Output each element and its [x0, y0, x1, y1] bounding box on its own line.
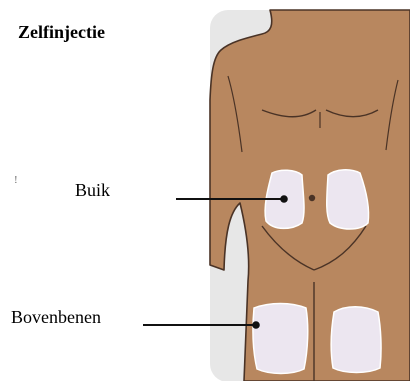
figure-title: Zelfinjectie [18, 22, 105, 42]
navel [309, 195, 315, 201]
thighs-label: Bovenbenen [11, 307, 101, 327]
abdomen-label: Buik [75, 180, 110, 200]
thigh-zone-left [253, 304, 308, 374]
thigh-zone-right [331, 307, 381, 373]
thigh-leader-dot [252, 321, 260, 329]
abdomen-zone-right [327, 170, 369, 229]
stray-mark: ! [14, 174, 18, 186]
abdomen-leader-dot [280, 195, 288, 203]
